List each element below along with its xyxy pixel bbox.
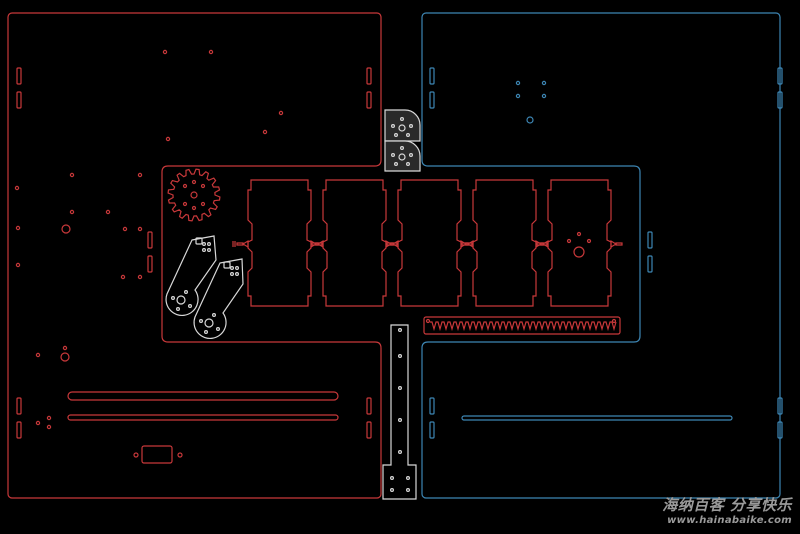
gear-hole	[200, 183, 206, 189]
watermark-title: 海纳百客 分享快乐	[662, 496, 792, 514]
gear-hole	[182, 201, 188, 207]
right-long-slot	[461, 415, 733, 421]
rack-hole	[611, 318, 617, 324]
right-panel-slots	[429, 67, 783, 439]
left-panel-slots	[16, 67, 372, 439]
module-hole	[573, 246, 585, 258]
top-bracket-upper	[384, 109, 421, 142]
servo-cutout	[133, 445, 183, 464]
module-hole	[576, 231, 582, 237]
finger-module	[322, 179, 387, 307]
long-slot-lower	[67, 414, 339, 421]
gear-outline	[167, 168, 221, 222]
gear-hole	[191, 205, 197, 211]
watermark: 海纳百客 分享快乐 www.hainabaike.com	[662, 498, 792, 526]
top-bracket-lower	[384, 140, 421, 172]
servo-horn-arm-2	[193, 258, 244, 339]
module-arrow-left	[536, 239, 549, 249]
module-arrow-right	[610, 239, 623, 249]
watermark-url: www.hainabaike.com	[667, 515, 792, 526]
module-hole	[566, 238, 572, 244]
finger-module	[472, 179, 537, 307]
rack-hole	[425, 318, 431, 324]
module-arrow-left	[311, 239, 324, 249]
gear-hole	[182, 183, 188, 189]
long-slot-upper	[67, 391, 339, 401]
rack-teeth	[430, 321, 617, 332]
gear-center-hole	[190, 191, 198, 199]
module-arrow-left	[236, 239, 249, 249]
servo-horn-arm-1	[165, 235, 217, 316]
right-panel-holes	[515, 80, 547, 124]
module-arrow-left	[386, 239, 399, 249]
left-red-panel	[7, 12, 382, 499]
gear-hole	[191, 179, 197, 185]
gear	[167, 168, 221, 222]
center-post	[382, 324, 417, 500]
module-arrow-left	[232, 241, 236, 247]
left-panel-holes	[14, 49, 284, 430]
module-hole	[586, 238, 592, 244]
rack	[423, 316, 621, 335]
module-arrow-left	[461, 239, 474, 249]
finger-module	[547, 179, 612, 307]
finger-module	[247, 179, 312, 307]
finger-modules	[232, 179, 623, 307]
finger-module	[397, 179, 462, 307]
gear-hole	[200, 201, 206, 207]
right-blue-panel	[421, 12, 783, 499]
